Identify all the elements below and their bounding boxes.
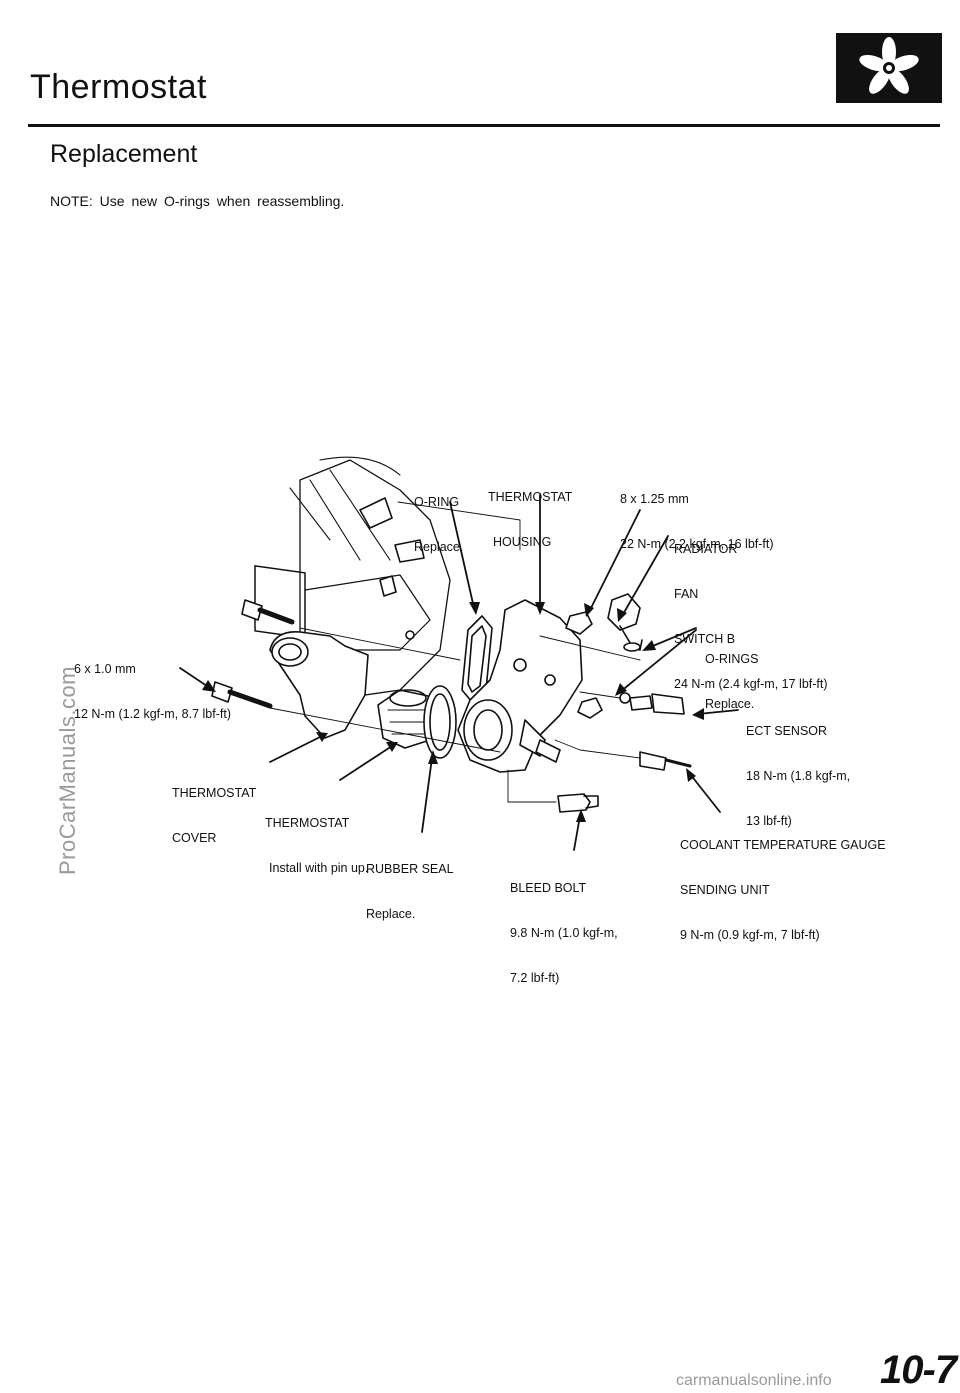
callout-bolt-8x125-size: 8 x 1.25 mm bbox=[620, 492, 689, 506]
callout-coolant-gauge-line2: SENDING UNIT bbox=[680, 883, 770, 897]
callout-coolant-gauge-line1: COOLANT TEMPERATURE GAUGE bbox=[680, 838, 886, 852]
callout-bolt-6x10: 6 x 1.0 mm 12 N-m (1.2 kgf-m, 8.7 lbf-ft… bbox=[74, 632, 231, 737]
callout-bleed-bolt-name: BLEED BOLT bbox=[510, 881, 587, 895]
callout-bleed-bolt-torque-cont: 7.2 lbf-ft) bbox=[510, 971, 560, 985]
reassembly-note: NOTE: Use new O-rings when reassembling. bbox=[50, 193, 345, 209]
cooling-fan-icon bbox=[836, 33, 942, 103]
callout-radiator-fan-switch-line1: RADIATOR bbox=[674, 542, 738, 556]
callout-rubber-seal-name: RUBBER SEAL bbox=[366, 862, 454, 876]
callout-thermostat-housing-line1: THERMOSTAT bbox=[488, 490, 573, 504]
callout-orings-name: O-RINGS bbox=[705, 652, 759, 666]
callout-radiator-fan-switch-torque: 24 N-m (2.4 kgf-m, 17 lbf-ft) bbox=[674, 677, 828, 691]
callout-thermostat-name: THERMOSTAT bbox=[265, 816, 350, 830]
callout-oring: O-RING Replace. bbox=[414, 465, 463, 570]
callout-radiator-fan-switch-line3: SWITCH B bbox=[674, 632, 736, 646]
callout-radiator-fan-switch-line2: FAN bbox=[674, 587, 699, 601]
callout-thermostat-housing: THERMOSTAT HOUSING bbox=[488, 460, 572, 565]
callout-ect-sensor-torque-cont: 13 lbf-ft) bbox=[746, 814, 792, 828]
callout-bleed-bolt: BLEED BOLT 9.8 N-m (1.0 kgf-m, 7.2 lbf-f… bbox=[510, 851, 618, 1001]
callout-radiator-fan-switch: RADIATOR FAN SWITCH B 24 N-m (2.4 kgf-m,… bbox=[674, 512, 828, 707]
callout-ect-sensor-torque: 18 N-m (1.8 kgf-m, bbox=[746, 769, 851, 783]
callout-ect-sensor: ECT SENSOR 18 N-m (1.8 kgf-m, 13 lbf-ft) bbox=[746, 694, 850, 844]
callout-orings-note: Replace. bbox=[705, 697, 755, 711]
callout-bolt-8x125-torque: 22 N-m (2.2 kgf-m, 16 lbf-ft) bbox=[620, 537, 774, 551]
section-title: Replacement bbox=[50, 140, 198, 168]
callout-thermostat-housing-line2: HOUSING bbox=[493, 535, 552, 549]
callout-thermostat-cover-line2: COVER bbox=[172, 831, 217, 845]
callout-oring-name: O-RING bbox=[414, 495, 460, 509]
side-watermark: ProCarManuals.com bbox=[55, 665, 80, 875]
callout-thermostat: THERMOSTAT Install with pin up. bbox=[265, 786, 368, 891]
page-title: Thermostat bbox=[30, 68, 207, 106]
callout-oring-note: Replace. bbox=[414, 540, 464, 554]
callout-thermostat-note: Install with pin up. bbox=[269, 861, 369, 875]
callout-bolt-6x10-size: 6 x 1.0 mm bbox=[74, 662, 136, 676]
thermostat-exploded-diagram bbox=[179, 456, 739, 851]
callout-orings: O-RINGS Replace. bbox=[705, 622, 758, 727]
bottom-watermark: carmanualsonline.info bbox=[676, 1372, 832, 1389]
callout-thermostat-cover: THERMOSTAT COVER bbox=[172, 756, 256, 861]
header-rule bbox=[28, 124, 940, 127]
callout-rubber-seal-note: Replace. bbox=[366, 907, 416, 921]
callout-bolt-6x10-torque: 12 N-m (1.2 kgf-m, 8.7 lbf-ft) bbox=[74, 707, 231, 721]
callout-ect-sensor-name: ECT SENSOR bbox=[746, 724, 828, 738]
callout-rubber-seal: RUBBER SEAL Replace. bbox=[366, 832, 454, 937]
page-number: 10-7 bbox=[880, 1348, 957, 1392]
callout-coolant-gauge-torque: 9 N-m (0.9 kgf-m, 7 lbf-ft) bbox=[680, 928, 820, 942]
callout-bleed-bolt-torque: 9.8 N-m (1.0 kgf-m, bbox=[510, 926, 618, 940]
callout-thermostat-cover-line1: THERMOSTAT bbox=[172, 786, 257, 800]
callout-coolant-gauge: COOLANT TEMPERATURE GAUGE SENDING UNIT 9… bbox=[680, 808, 886, 958]
callout-bolt-8x125: 8 x 1.25 mm 22 N-m (2.2 kgf-m, 16 lbf-ft… bbox=[620, 462, 774, 567]
